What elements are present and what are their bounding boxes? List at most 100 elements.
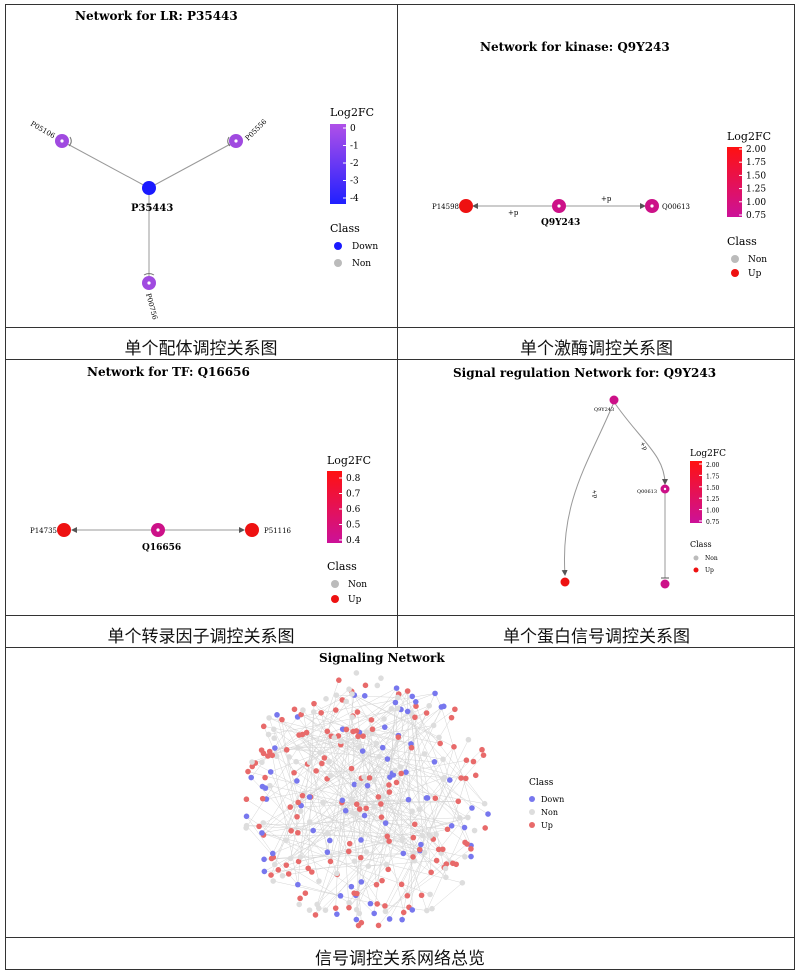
network-edge bbox=[272, 755, 299, 885]
network-node bbox=[429, 905, 435, 912]
network-node bbox=[245, 768, 251, 775]
network-node bbox=[327, 772, 334, 779]
network-node bbox=[451, 744, 457, 750]
network-edge bbox=[273, 729, 295, 773]
network-node bbox=[338, 738, 344, 745]
network-node bbox=[424, 795, 431, 801]
legend-class-label: Down bbox=[541, 795, 564, 804]
network-edge bbox=[354, 694, 473, 809]
network-node bbox=[313, 768, 319, 774]
network-node bbox=[272, 745, 278, 751]
network-edge bbox=[273, 880, 386, 907]
network-node bbox=[373, 740, 380, 747]
network-node bbox=[376, 753, 382, 760]
network-node bbox=[295, 858, 302, 865]
colorbar-tick-label: 0.75 bbox=[706, 519, 720, 526]
network-edge bbox=[366, 705, 430, 733]
network-node bbox=[294, 813, 300, 820]
node bbox=[660, 579, 670, 589]
colorbar-tick-label: 1.25 bbox=[706, 496, 720, 503]
network-edge bbox=[354, 694, 434, 840]
network-node bbox=[249, 759, 255, 765]
network-node bbox=[378, 675, 384, 681]
legend-class-label: Up bbox=[541, 821, 553, 830]
network-node bbox=[404, 892, 411, 899]
network-node bbox=[316, 878, 322, 884]
network-node bbox=[413, 703, 419, 710]
network-node bbox=[268, 872, 274, 878]
network-edge bbox=[317, 749, 483, 905]
network-node bbox=[353, 906, 360, 913]
network-node bbox=[378, 814, 385, 820]
network-node bbox=[404, 708, 411, 715]
network-node bbox=[411, 821, 418, 828]
network-edge bbox=[351, 693, 440, 738]
network-node bbox=[336, 677, 342, 683]
network-node bbox=[256, 823, 262, 830]
network-node bbox=[337, 893, 344, 899]
edge-end-mark bbox=[68, 136, 72, 147]
network-node bbox=[299, 792, 306, 799]
network-node bbox=[433, 831, 439, 838]
legend-swatch-non bbox=[334, 259, 342, 267]
network-edge bbox=[431, 882, 463, 909]
network-edge bbox=[342, 800, 350, 908]
network-node bbox=[351, 858, 358, 864]
colorbar-tick-label: 1.75 bbox=[706, 473, 720, 480]
network-node bbox=[318, 709, 324, 716]
legend-class-label: Non bbox=[541, 808, 558, 817]
network-node bbox=[392, 767, 399, 774]
node-dot bbox=[557, 204, 561, 208]
network-node bbox=[468, 853, 474, 860]
network-node bbox=[356, 743, 363, 750]
legend-class-title: Class bbox=[727, 235, 757, 248]
network-node bbox=[259, 795, 266, 802]
node-label: Q00613 bbox=[637, 489, 657, 495]
network-node bbox=[296, 732, 302, 738]
network-node bbox=[383, 861, 390, 868]
network-node bbox=[419, 832, 426, 839]
network-node bbox=[479, 746, 485, 753]
network-edge bbox=[247, 771, 465, 828]
network-node bbox=[346, 904, 352, 911]
network-node bbox=[346, 686, 352, 692]
network-edge bbox=[300, 705, 430, 858]
network-edge bbox=[274, 680, 340, 865]
node-label: P05106 bbox=[29, 120, 57, 141]
network-node bbox=[327, 837, 333, 844]
network-node bbox=[364, 782, 371, 789]
network-node bbox=[431, 759, 438, 765]
legend-swatch-up bbox=[693, 567, 699, 573]
network-node bbox=[371, 777, 378, 783]
network-edge bbox=[245, 747, 299, 829]
colorbar-tick-label: 2.00 bbox=[746, 145, 766, 155]
network-node bbox=[283, 747, 290, 753]
network-node bbox=[297, 895, 303, 902]
network-node bbox=[379, 793, 386, 800]
network-edge bbox=[300, 714, 396, 771]
edge bbox=[613, 401, 668, 485]
network-node bbox=[458, 775, 464, 781]
caption-signal: 单个蛋白信号调控关系图 bbox=[503, 627, 690, 647]
colorbar-tick-label: 0.4 bbox=[346, 536, 361, 546]
network-edge bbox=[246, 816, 273, 854]
panel-tf: Network for TF: Q16656 P14735 P51116 Q16… bbox=[30, 365, 371, 605]
network-node bbox=[345, 848, 352, 855]
network-node bbox=[471, 827, 478, 834]
network-node bbox=[295, 881, 301, 888]
network-node bbox=[427, 891, 433, 898]
network-node bbox=[384, 833, 391, 840]
legend-swatch-non bbox=[731, 255, 739, 263]
network-node bbox=[386, 838, 392, 844]
node bbox=[609, 395, 619, 405]
caption-overview: 信号调控关系网络总览 bbox=[315, 949, 485, 969]
network-node bbox=[463, 757, 470, 763]
legend-swatch-down bbox=[529, 796, 535, 802]
colorbar-tick-label: 0.5 bbox=[346, 521, 361, 531]
network-edge bbox=[346, 729, 383, 797]
node-label: P00756 bbox=[144, 292, 159, 321]
legend-swatch-non bbox=[331, 580, 339, 588]
network-node bbox=[465, 814, 471, 821]
network-edge bbox=[387, 743, 412, 870]
